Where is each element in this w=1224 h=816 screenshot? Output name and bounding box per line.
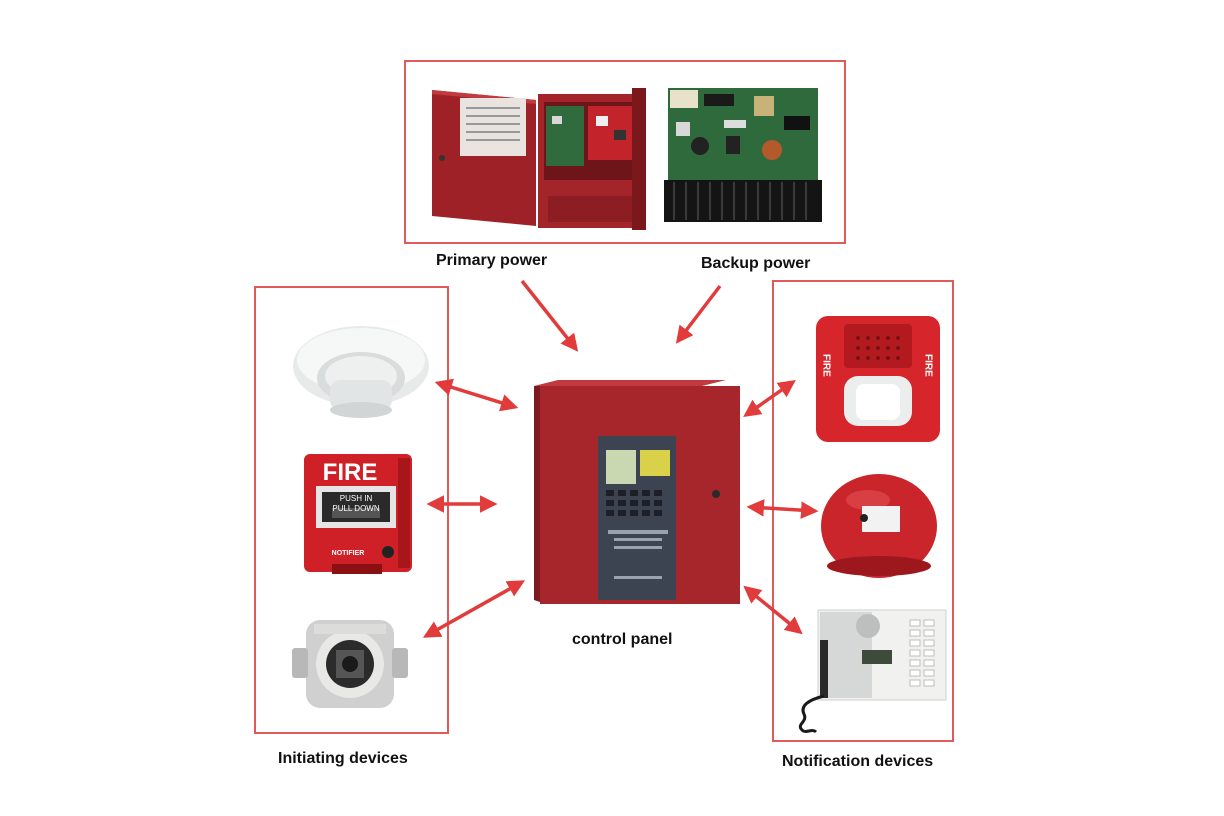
power-supply-enclosure-icon: [432, 88, 646, 230]
pull-station-brand: NOTIFIER: [332, 550, 365, 557]
flame-detector-icon: [292, 620, 408, 708]
pull-station-title: FIRE: [323, 459, 378, 486]
arrow-smoke-detector-panel: [434, 378, 519, 412]
arrow-flame-detector-panel: [422, 580, 526, 638]
backup-power-label: Backup power: [701, 255, 811, 272]
pull-station-icon: FIRE PUSH IN PULL DOWN NOTIFIER: [304, 454, 412, 574]
horn-strobe-icon: FIRE FIRE: [816, 316, 940, 442]
arrow-backup-power-to-panel: [675, 284, 722, 344]
intercom-icon: [798, 609, 947, 734]
initiating-devices-label: Initiating devices: [278, 750, 408, 767]
pull-station-instruction-1: PUSH IN: [340, 494, 373, 503]
arrow-panel-bell: [746, 499, 819, 519]
control-panel-icon: [534, 380, 740, 604]
control-panel-label: control panel: [572, 631, 673, 648]
strobe-side-text-left: FIRE: [821, 354, 832, 377]
alarm-bell-icon: [821, 474, 937, 578]
arrow-primary-power-to-panel: [520, 279, 579, 352]
arrow-panel-intercom: [743, 585, 803, 635]
arrow-panel-horn-strobe: [743, 379, 796, 418]
strobe-side-text-right: FIRE: [923, 354, 934, 377]
primary-power-label: Primary power: [436, 252, 548, 269]
smoke-detector-icon: [293, 326, 429, 418]
notification-devices-label: Notification devices: [782, 753, 934, 770]
backup-power-board-icon: [664, 88, 822, 222]
pull-station-instruction-2: PULL DOWN: [332, 504, 379, 513]
power-group-box: [404, 60, 846, 244]
